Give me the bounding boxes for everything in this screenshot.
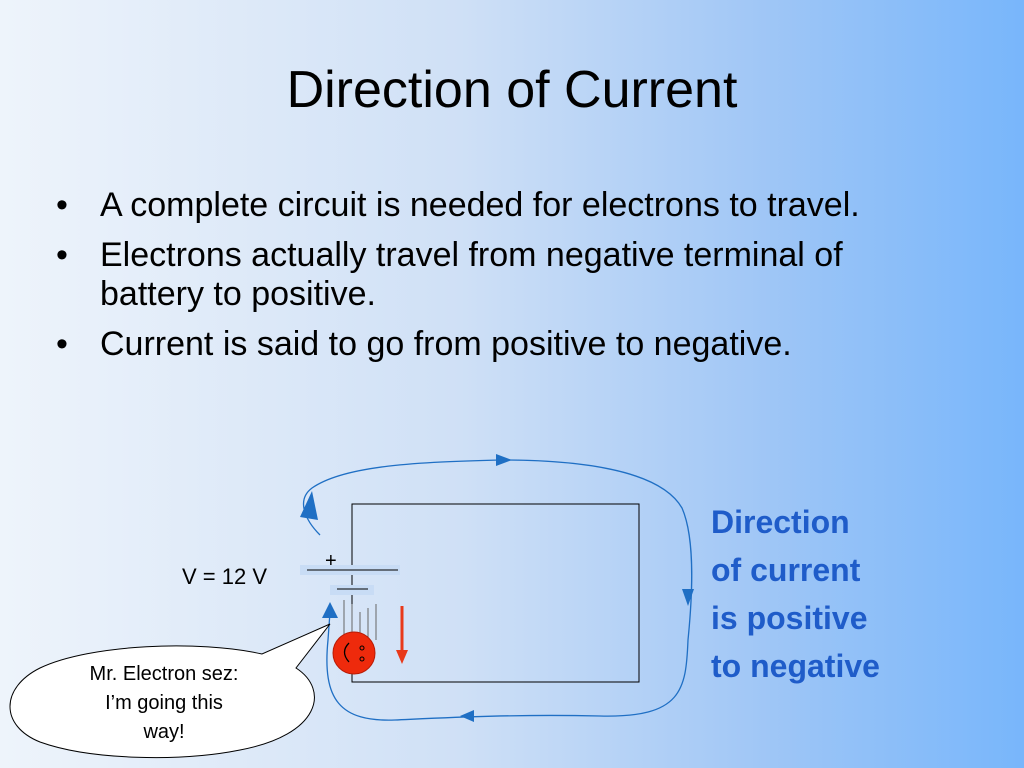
- bullet-list: • A complete circuit is needed for electr…: [56, 186, 956, 375]
- speech-bubble-text: Mr. Electron sez: I’m going this way!: [44, 660, 284, 747]
- battery-plus-label: +: [325, 550, 337, 572]
- bubble-line: I’m going this: [105, 692, 223, 714]
- bubble-line: way!: [143, 721, 185, 743]
- bullet-text: A complete circuit is needed for electro…: [100, 186, 860, 224]
- battery-gap-2: [330, 585, 374, 595]
- circuit-wire: [351, 503, 640, 683]
- current-arrow-battery: [322, 602, 338, 618]
- current-arrow-top: [496, 454, 512, 466]
- bullet-text: Current is said to go from positive to n…: [100, 325, 792, 363]
- note-line: is positive: [711, 600, 868, 636]
- note-line: of current: [711, 552, 861, 588]
- speech-bubble: [9, 623, 331, 759]
- current-arrow-right: [682, 589, 694, 606]
- note-line: Direction: [711, 504, 850, 540]
- bullet-text: Electrons actually travel from negative …: [100, 236, 843, 313]
- electron-face: [332, 631, 376, 675]
- electron-direction-arrow: [396, 606, 408, 664]
- bubble-line: Mr. Electron sez:: [89, 663, 239, 685]
- bullet-dot: •: [56, 236, 68, 274]
- current-arrow-bottom: [460, 710, 474, 722]
- note-line: to negative: [711, 648, 880, 684]
- bullet-item: • A complete circuit is needed for electr…: [56, 186, 956, 225]
- current-direction-note: Direction of current is positive to nega…: [711, 498, 941, 690]
- bullet-item: • Electrons actually travel from negative…: [56, 236, 956, 314]
- current-arrow-upper-left: [300, 491, 318, 520]
- bullet-dot: •: [56, 325, 68, 363]
- bullet-item: • Current is said to go from positive to …: [56, 325, 956, 364]
- slide-title: Direction of Current: [286, 61, 738, 119]
- bullet-dot: •: [56, 186, 68, 224]
- voltage-label: V = 12 V: [182, 564, 268, 589]
